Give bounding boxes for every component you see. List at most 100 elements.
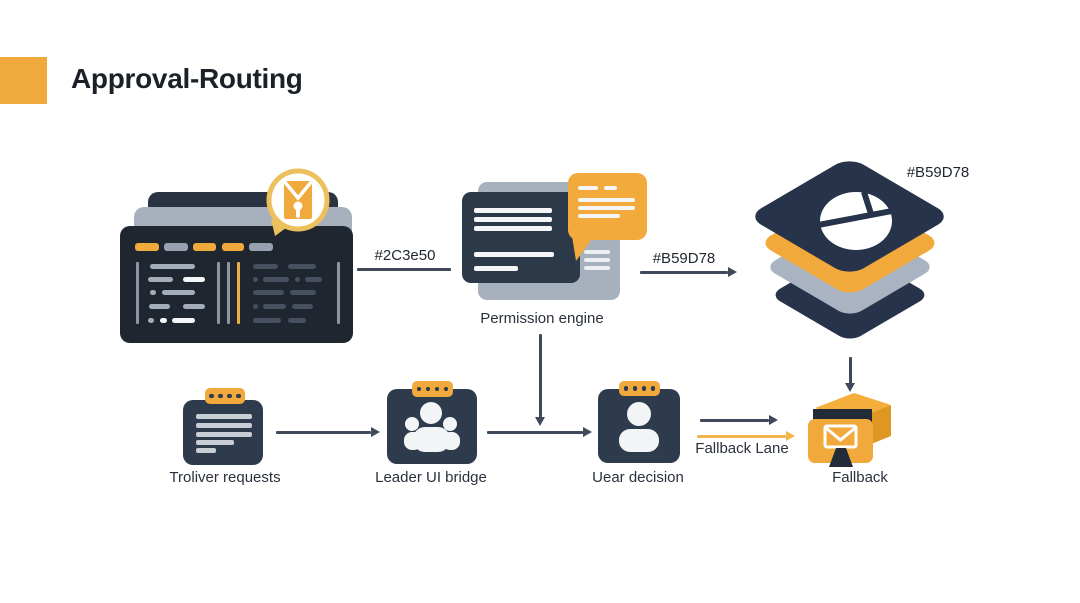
terminal-gutter-line [217, 262, 220, 324]
code-line [253, 304, 258, 309]
edge-fallback-lane [697, 435, 786, 438]
edge-permission-to-stack-arrowhead [728, 266, 737, 277]
edge-label-permission-to-stack: #B59D78 [652, 250, 716, 267]
code-line [148, 277, 173, 282]
tab-dot [650, 386, 656, 391]
page-title: Approval-Routing [71, 63, 303, 94]
tab-dot [209, 393, 214, 399]
edge-fallback-lane-arrowhead [786, 430, 795, 441]
user-icon [619, 402, 659, 452]
tab-dot [443, 386, 449, 392]
doc-line [196, 414, 252, 419]
code-line [183, 304, 205, 309]
doc-line [474, 217, 552, 222]
bubble-line [578, 206, 635, 210]
edge-label-terminal-to-permission: #2C3e50 [374, 247, 436, 264]
code-line [160, 318, 167, 323]
edge-stack-to-fallback [849, 357, 852, 384]
permission-engine-label: Permission engine [480, 310, 604, 327]
code-line [263, 277, 289, 282]
tab-clip-icon [412, 381, 453, 397]
terminal-gutter-line [136, 262, 139, 324]
mail-seal-icon [266, 168, 330, 236]
tab-dot [227, 393, 232, 399]
code-line [292, 304, 313, 309]
bubble-line [578, 186, 598, 190]
tab-clip-icon [205, 388, 245, 404]
edge-terminal-to-permission [357, 268, 451, 271]
doc-line [196, 448, 216, 453]
code-line [172, 318, 195, 323]
bubble-line [578, 214, 620, 218]
code-line [290, 290, 316, 295]
doc-line [196, 440, 234, 445]
code-line [150, 264, 195, 269]
doc-line [584, 266, 610, 270]
leader-ui-bridge-label: Leader UI bridge [375, 469, 487, 486]
code-line [150, 290, 156, 295]
tab-dot [623, 386, 629, 391]
code-line [253, 318, 281, 323]
chat-bubble-tail [572, 236, 594, 261]
terminal-tab-bar [193, 243, 216, 251]
tab-dot [218, 393, 223, 399]
code-line [253, 290, 284, 295]
doc-line [474, 252, 554, 257]
edge-decision-to-fallback-arrowhead [769, 414, 778, 425]
tab-dot [434, 386, 440, 392]
layer-stack-label: #B59D78 [906, 164, 970, 181]
tab-clip-icon [619, 381, 660, 396]
code-line [295, 277, 300, 282]
code-line [288, 264, 316, 269]
tab-dot [416, 386, 422, 392]
edge-leader-to-decision [487, 431, 583, 434]
chat-bubble-icon [568, 173, 647, 240]
terminal-gutter-line-accent [237, 262, 240, 324]
terminal-tab-bar [135, 243, 159, 251]
edge-decision-to-fallback [700, 419, 769, 422]
code-line [253, 277, 258, 282]
edge-leader-to-decision-arrowhead [583, 426, 592, 437]
doc-line [584, 258, 610, 262]
doc-line [584, 250, 610, 254]
terminal-tab-bar [164, 243, 188, 251]
terminal-tab-bar [249, 243, 273, 251]
code-line [263, 304, 286, 309]
permission-front-card [462, 192, 580, 283]
tab-dot [425, 386, 431, 392]
code-line [253, 264, 278, 269]
edge-permission-to-stack [640, 271, 728, 274]
edge-requests-to-leader [276, 431, 371, 434]
code-line [305, 277, 322, 282]
code-line [183, 277, 205, 282]
code-line [288, 318, 306, 323]
pie-disc-icon [818, 191, 893, 250]
team-icon [404, 402, 460, 452]
doc-line [474, 208, 552, 213]
terminal-gutter-line [227, 262, 230, 324]
code-line [149, 304, 170, 309]
title-accent-square [0, 57, 47, 104]
bubble-line [578, 198, 635, 202]
tab-dot [641, 386, 647, 391]
tab-dot [632, 386, 638, 391]
mail-monitor-box-icon [808, 393, 891, 467]
bubble-line [604, 186, 617, 190]
edge-stack-to-fallback-arrowhead [844, 383, 855, 392]
terminal-gutter-line [337, 262, 340, 324]
uear-decision-label: Uear decision [592, 469, 684, 486]
edge-permission-to-row [539, 334, 542, 418]
terminal-tab-bar [222, 243, 244, 251]
terminal-front-card [120, 226, 353, 343]
code-line [162, 290, 195, 295]
document-icon [183, 400, 263, 465]
code-line [148, 318, 154, 323]
troliver-requests-label: Troliver requests [169, 469, 281, 486]
fallback-label: Fallback [832, 469, 888, 486]
tab-dot [236, 393, 241, 399]
doc-line [196, 423, 252, 428]
doc-line [474, 226, 552, 231]
edge-permission-to-row-arrowhead [534, 417, 545, 426]
doc-line [474, 266, 518, 271]
